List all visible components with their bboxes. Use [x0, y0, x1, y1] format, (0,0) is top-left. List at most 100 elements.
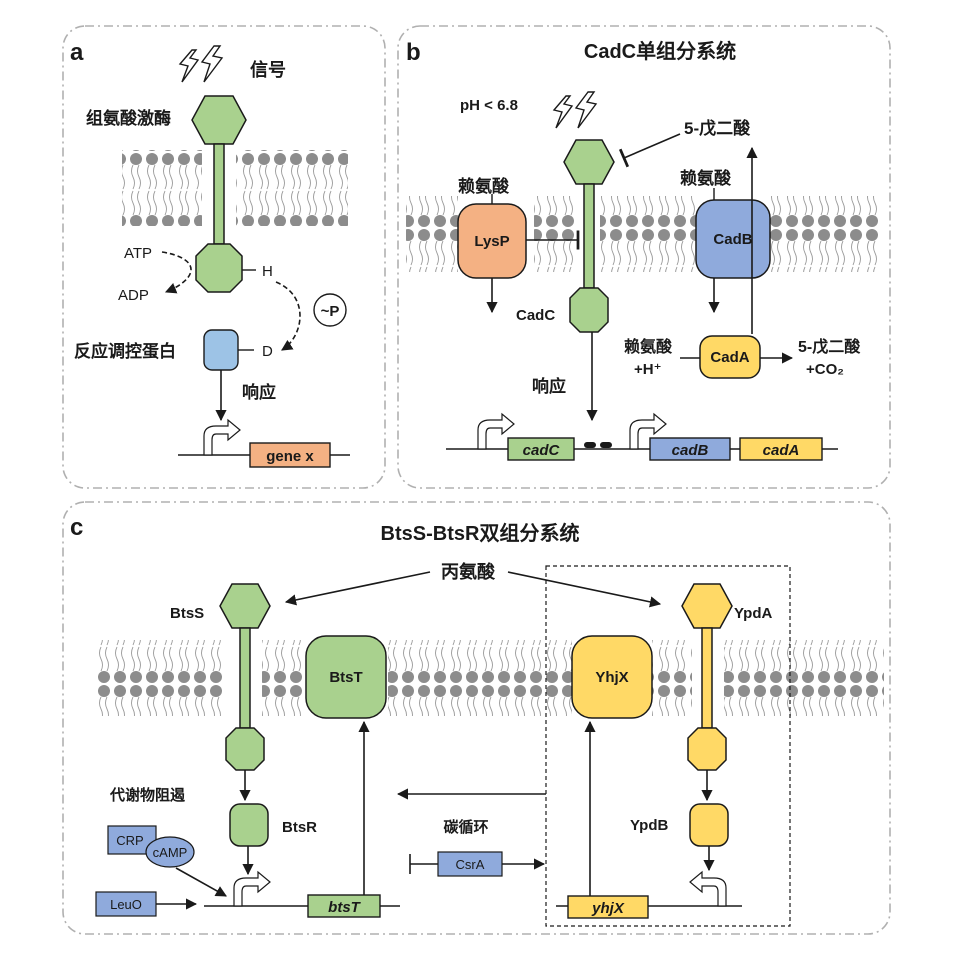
panel-c-letter: c — [70, 514, 83, 541]
gene-cada-label: cadA — [763, 442, 800, 459]
lysp-label: LysP — [474, 233, 509, 250]
membrane-c-4 — [652, 640, 692, 716]
carbon-label: 碳循环 — [443, 818, 488, 836]
rr-label: 反应调控蛋白 — [74, 341, 176, 361]
gene-yhjx-label: yhjX — [591, 900, 625, 917]
panel-b-title: CadC单组分系统 — [584, 39, 736, 63]
response-regulator — [203, 329, 239, 371]
ypda-cyto-domain — [687, 727, 727, 771]
btss-tm-stalk — [239, 627, 251, 729]
ypdb-label: YpdB — [630, 817, 669, 834]
panel-b-box — [397, 25, 891, 489]
panel-a-box — [62, 25, 386, 489]
promoter-arrow-a — [203, 418, 241, 456]
membrane-b-4 — [770, 196, 882, 272]
ypda-sensor-domain — [681, 583, 733, 629]
yhjx-label: YhjX — [595, 669, 628, 686]
cadc-tm-stalk — [583, 183, 595, 289]
membrane-c-2 — [262, 640, 306, 716]
gene-cadc-label: cadC — [523, 442, 561, 459]
phospho-transfer-arrow — [275, 281, 301, 351]
panel-a-letter: a — [70, 39, 84, 66]
membrane-a-left — [122, 150, 202, 226]
gene-btst-label: btsT — [328, 899, 362, 916]
membrane-c-3 — [388, 640, 572, 716]
btst-transporter — [305, 635, 387, 719]
ph-label: pH < 6.8 — [460, 97, 518, 114]
crp-activation-arrow — [175, 867, 227, 897]
btss-label: BtsS — [170, 605, 204, 622]
signal-lightning-icon-b — [552, 91, 598, 129]
leuo-label: LeuO — [110, 897, 142, 912]
promoter-arrow-b2 — [629, 412, 667, 450]
promoter-arrow-c1 — [233, 870, 271, 907]
panel-b-letter: b — [406, 39, 421, 66]
gene-cadc-box — [507, 437, 575, 461]
membrane-b-1 — [406, 196, 458, 272]
cada-label: CadA — [710, 349, 749, 366]
gene-cadb-box — [649, 437, 731, 461]
signal-label: 信号 — [250, 59, 286, 80]
csra-label: CsrA — [456, 857, 485, 872]
product-label: 5-戊二酸 — [798, 337, 861, 356]
kinase-label: 组氨酸激酶 — [86, 108, 171, 128]
lysine-bottom-label: 赖氨酸 — [624, 337, 673, 356]
signal-lightning-icon — [178, 45, 224, 83]
yhjx-transporter — [571, 635, 653, 719]
cadc-sensor-domain — [563, 139, 615, 185]
ypda-tm-stalk — [701, 627, 713, 729]
gene-cada-box — [739, 437, 823, 461]
gene-yhjx-box — [567, 895, 649, 919]
cadc-cyto-domain — [569, 287, 609, 333]
catabolite-label: 代谢物阻遏 — [109, 786, 186, 804]
lysine-right-label: 赖氨酸 — [680, 168, 732, 188]
ypda-label: YpdA — [734, 605, 773, 622]
cadaverine-top-label: 5-戊二酸 — [684, 118, 751, 138]
cadc-binding-site-2 — [600, 442, 612, 448]
gene-x-label: gene x — [266, 448, 314, 465]
h-plus-label: +H⁺ — [634, 361, 662, 378]
btst-label: BtsT — [329, 669, 362, 686]
panel-c-title: BtsS-BtsR双组分系统 — [381, 521, 580, 545]
atp-adp-arrow — [161, 251, 192, 294]
panel-c-box — [62, 501, 891, 935]
lysine-left-label: 赖氨酸 — [458, 176, 510, 196]
gene-cadb-label: cadB — [672, 442, 709, 459]
cadc-binding-site-1 — [584, 442, 596, 448]
btss-sensor-domain — [219, 583, 271, 629]
response-label-a: 响应 — [242, 382, 276, 402]
leuo-box — [95, 891, 157, 917]
membrane-c-1 — [98, 640, 226, 716]
promoter-arrow-b1 — [477, 412, 515, 450]
adp-label: ADP — [118, 287, 149, 304]
pyruvate-to-btss — [284, 571, 431, 606]
cadb-label: CadB — [713, 231, 752, 248]
kinase-cyto-domain — [195, 243, 243, 293]
response-label-b: 响应 — [532, 376, 566, 396]
camp-label: cAMP — [153, 845, 188, 860]
pyruvate-to-ypda — [507, 571, 662, 608]
btss-cyto-domain — [225, 727, 265, 771]
kinase-tm-stalk — [213, 143, 225, 245]
cadaverine-inhibit — [618, 133, 681, 168]
atp-label: ATP — [124, 245, 152, 262]
crp-label: CRP — [116, 833, 143, 848]
phosphate-circle — [313, 293, 347, 327]
membrane-b-3 — [600, 196, 696, 272]
camp-ellipse — [145, 836, 195, 868]
d-label: D — [262, 343, 273, 360]
btsr-regulator — [229, 803, 269, 847]
promoter-arrow-c2 — [689, 870, 727, 907]
h-label: H — [262, 263, 273, 280]
yhjx-subsystem-box — [545, 565, 791, 927]
membrane-b-2 — [534, 196, 578, 272]
gene-btst-box — [307, 894, 381, 918]
co2-label: +CO₂ — [806, 361, 844, 378]
ypdb-regulator — [689, 803, 729, 847]
phosphate-label: ~P — [321, 303, 340, 320]
kinase-sensor-domain — [191, 95, 247, 145]
gene-x-box — [249, 442, 331, 468]
cada-enzyme — [699, 335, 761, 379]
cadc-label: CadC — [516, 307, 555, 324]
